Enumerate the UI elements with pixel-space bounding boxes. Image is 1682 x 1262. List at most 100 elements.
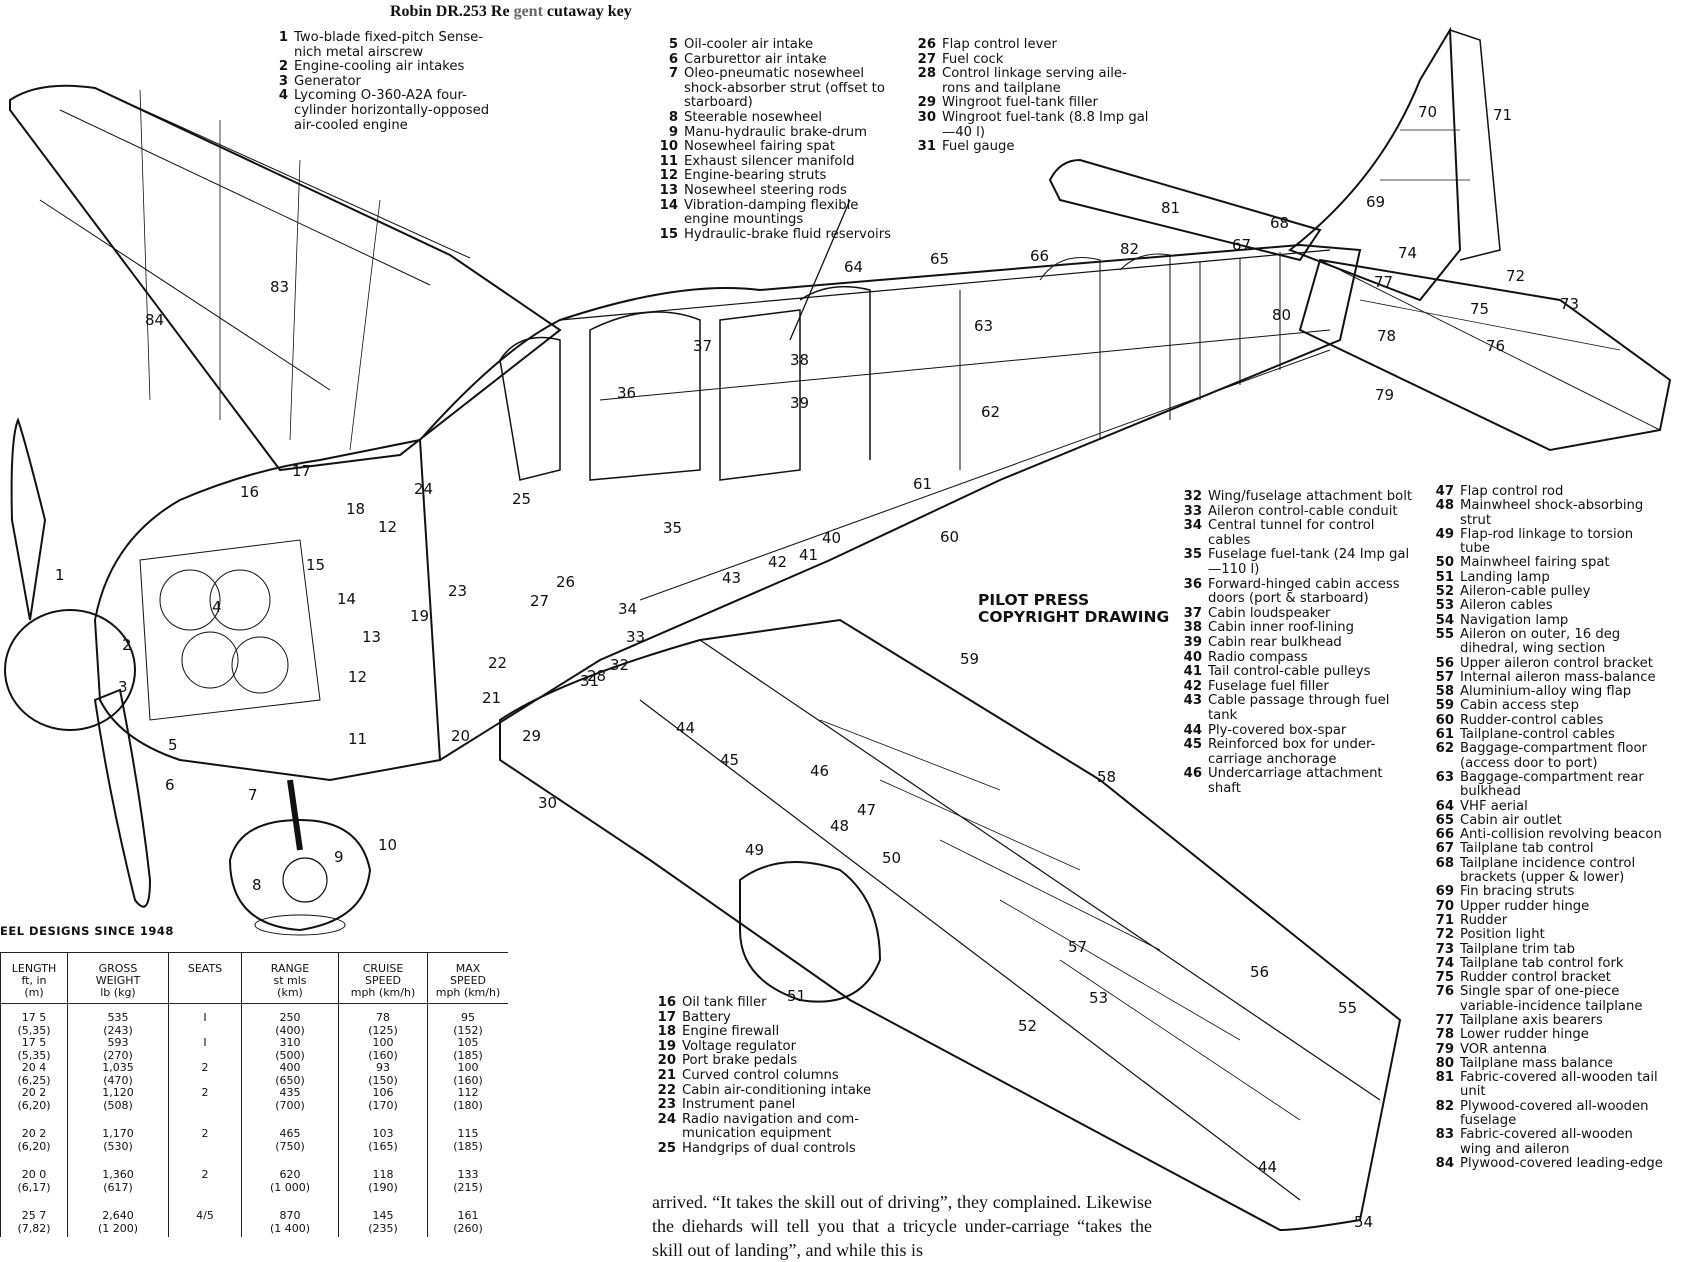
key-number: 59 <box>1435 698 1454 714</box>
key-number: 64 <box>1435 798 1454 814</box>
key-number: 16 <box>657 995 676 1010</box>
key-text: Ply-covered box-spar <box>1208 722 1347 738</box>
key-text: Wingroot fuel-tank filler <box>942 95 1098 111</box>
key-number: 32 <box>1183 489 1202 504</box>
key-text: Rudder-control cables <box>1460 712 1604 728</box>
key-text: Two-blade fixed-pitch Sense-nich metal a… <box>294 30 484 60</box>
key-text: Fabric-covered all-wooden tail unit <box>1460 1070 1658 1100</box>
title-tail: cutaway key <box>546 3 632 20</box>
key-text: Navigation lamp <box>1460 612 1569 628</box>
callout-51: 51 <box>787 987 806 1005</box>
key-number: 77 <box>1435 1012 1454 1028</box>
callout-59: 59 <box>960 650 979 668</box>
callout-82: 82 <box>1120 240 1139 258</box>
key-text: Instrument panel <box>682 1097 796 1113</box>
callout-68: 68 <box>1270 214 1289 232</box>
key-text: Engine-cooling air intakes <box>294 59 465 75</box>
key-text: Upper rudder hinge <box>1460 898 1590 914</box>
callout-75: 75 <box>1470 300 1489 318</box>
key-number: 75 <box>1435 970 1454 986</box>
key-text: Tailplane trim tab <box>1460 941 1575 957</box>
key-number: 44 <box>1183 722 1202 738</box>
key-number: 81 <box>1435 1070 1454 1086</box>
nosewheel-spat <box>228 818 372 932</box>
key-text: Fin bracing struts <box>1460 884 1575 900</box>
key-number: 79 <box>1435 1041 1454 1057</box>
callout-84: 84 <box>145 311 164 329</box>
table-header-cell: RANGE st mls (km) <box>241 952 339 1004</box>
table-title: EEL DESIGNS SINCE 1948 <box>0 924 174 938</box>
key-text: Forward-hinged cabin access doors (port … <box>1208 576 1400 607</box>
key-text: Cabin air-conditioning intake <box>682 1082 872 1098</box>
key-number: 35 <box>1183 547 1202 563</box>
callout-62: 62 <box>981 403 1000 421</box>
key-number: 83 <box>1435 1127 1454 1143</box>
callout-8: 8 <box>252 876 262 894</box>
key-number: 49 <box>1435 526 1454 542</box>
key-text: Lycoming O-360-A2A four-cylinder horizon… <box>294 88 490 133</box>
key-number: 9 <box>668 124 678 140</box>
key-text: Vibration-damping flexible engine mounti… <box>684 197 859 228</box>
callout-31: 31 <box>580 672 599 690</box>
callout-60: 60 <box>940 528 959 546</box>
callout-18: 18 <box>346 500 365 518</box>
key-number: 15 <box>659 226 678 242</box>
table-cell: 1,360 (617) <box>67 1155 169 1196</box>
callout-1: 1 <box>55 566 65 584</box>
title-accent: gent <box>513 3 543 20</box>
key-number: 40 <box>1183 649 1202 665</box>
key-number: 55 <box>1435 626 1454 642</box>
table-cell: 620 (1 000) <box>241 1155 339 1196</box>
table-cell: 78 (125) 100 (160) 93 (150) 106 (170) <box>338 1003 428 1114</box>
callout-50: 50 <box>882 849 901 867</box>
callout-69: 69 <box>1366 193 1385 211</box>
callout-44b: 44 <box>1258 1158 1277 1176</box>
key-text: Wingroot fuel-tank (8.8 Imp gal—40 l) <box>942 109 1149 140</box>
table-header-cell: MAX SPEED mph (km/h) <box>427 952 508 1004</box>
table-cell: 118 (190) <box>338 1155 428 1196</box>
key-text: Aluminium-alloy wing flap <box>1460 684 1632 700</box>
callout-83: 83 <box>270 278 289 296</box>
key-text: Flap-rod linkage to torsion tube <box>1460 526 1634 557</box>
callout-72: 72 <box>1506 267 1525 285</box>
key-number: 73 <box>1435 941 1454 957</box>
tailplane <box>1048 158 1322 262</box>
key-number: 3 <box>278 73 288 89</box>
key-text: Tailplane tab control fork <box>1460 955 1624 971</box>
table-cell: 535 (243) 593 (270) 1,035 (470) 1,120 (5… <box>67 1003 169 1114</box>
callout-47: 47 <box>857 801 876 819</box>
key-text: Oil tank filler <box>682 995 767 1010</box>
key-number: 14 <box>659 197 678 213</box>
callout-19: 19 <box>410 607 429 625</box>
callout-77: 77 <box>1374 273 1393 291</box>
table-header-cell: CRUISE SPEED mph (km/h) <box>338 952 428 1004</box>
table-cell: 20 2 (6,20) <box>0 1114 68 1155</box>
key-number: 46 <box>1183 766 1202 782</box>
table-cell: 2,640 (1 200) <box>67 1196 169 1237</box>
callout-23: 23 <box>448 582 467 600</box>
key-text: Plywood-covered leading-edge <box>1460 1155 1663 1171</box>
key-item-44: 44 Ply-covered box-spar <box>1178 722 1414 739</box>
callout-36: 36 <box>617 384 636 402</box>
key-text: Cable passage through fuel tank <box>1208 693 1390 723</box>
key-text: Rudder <box>1460 912 1508 928</box>
key-text: Mainwheel fairing spat <box>1460 555 1610 571</box>
